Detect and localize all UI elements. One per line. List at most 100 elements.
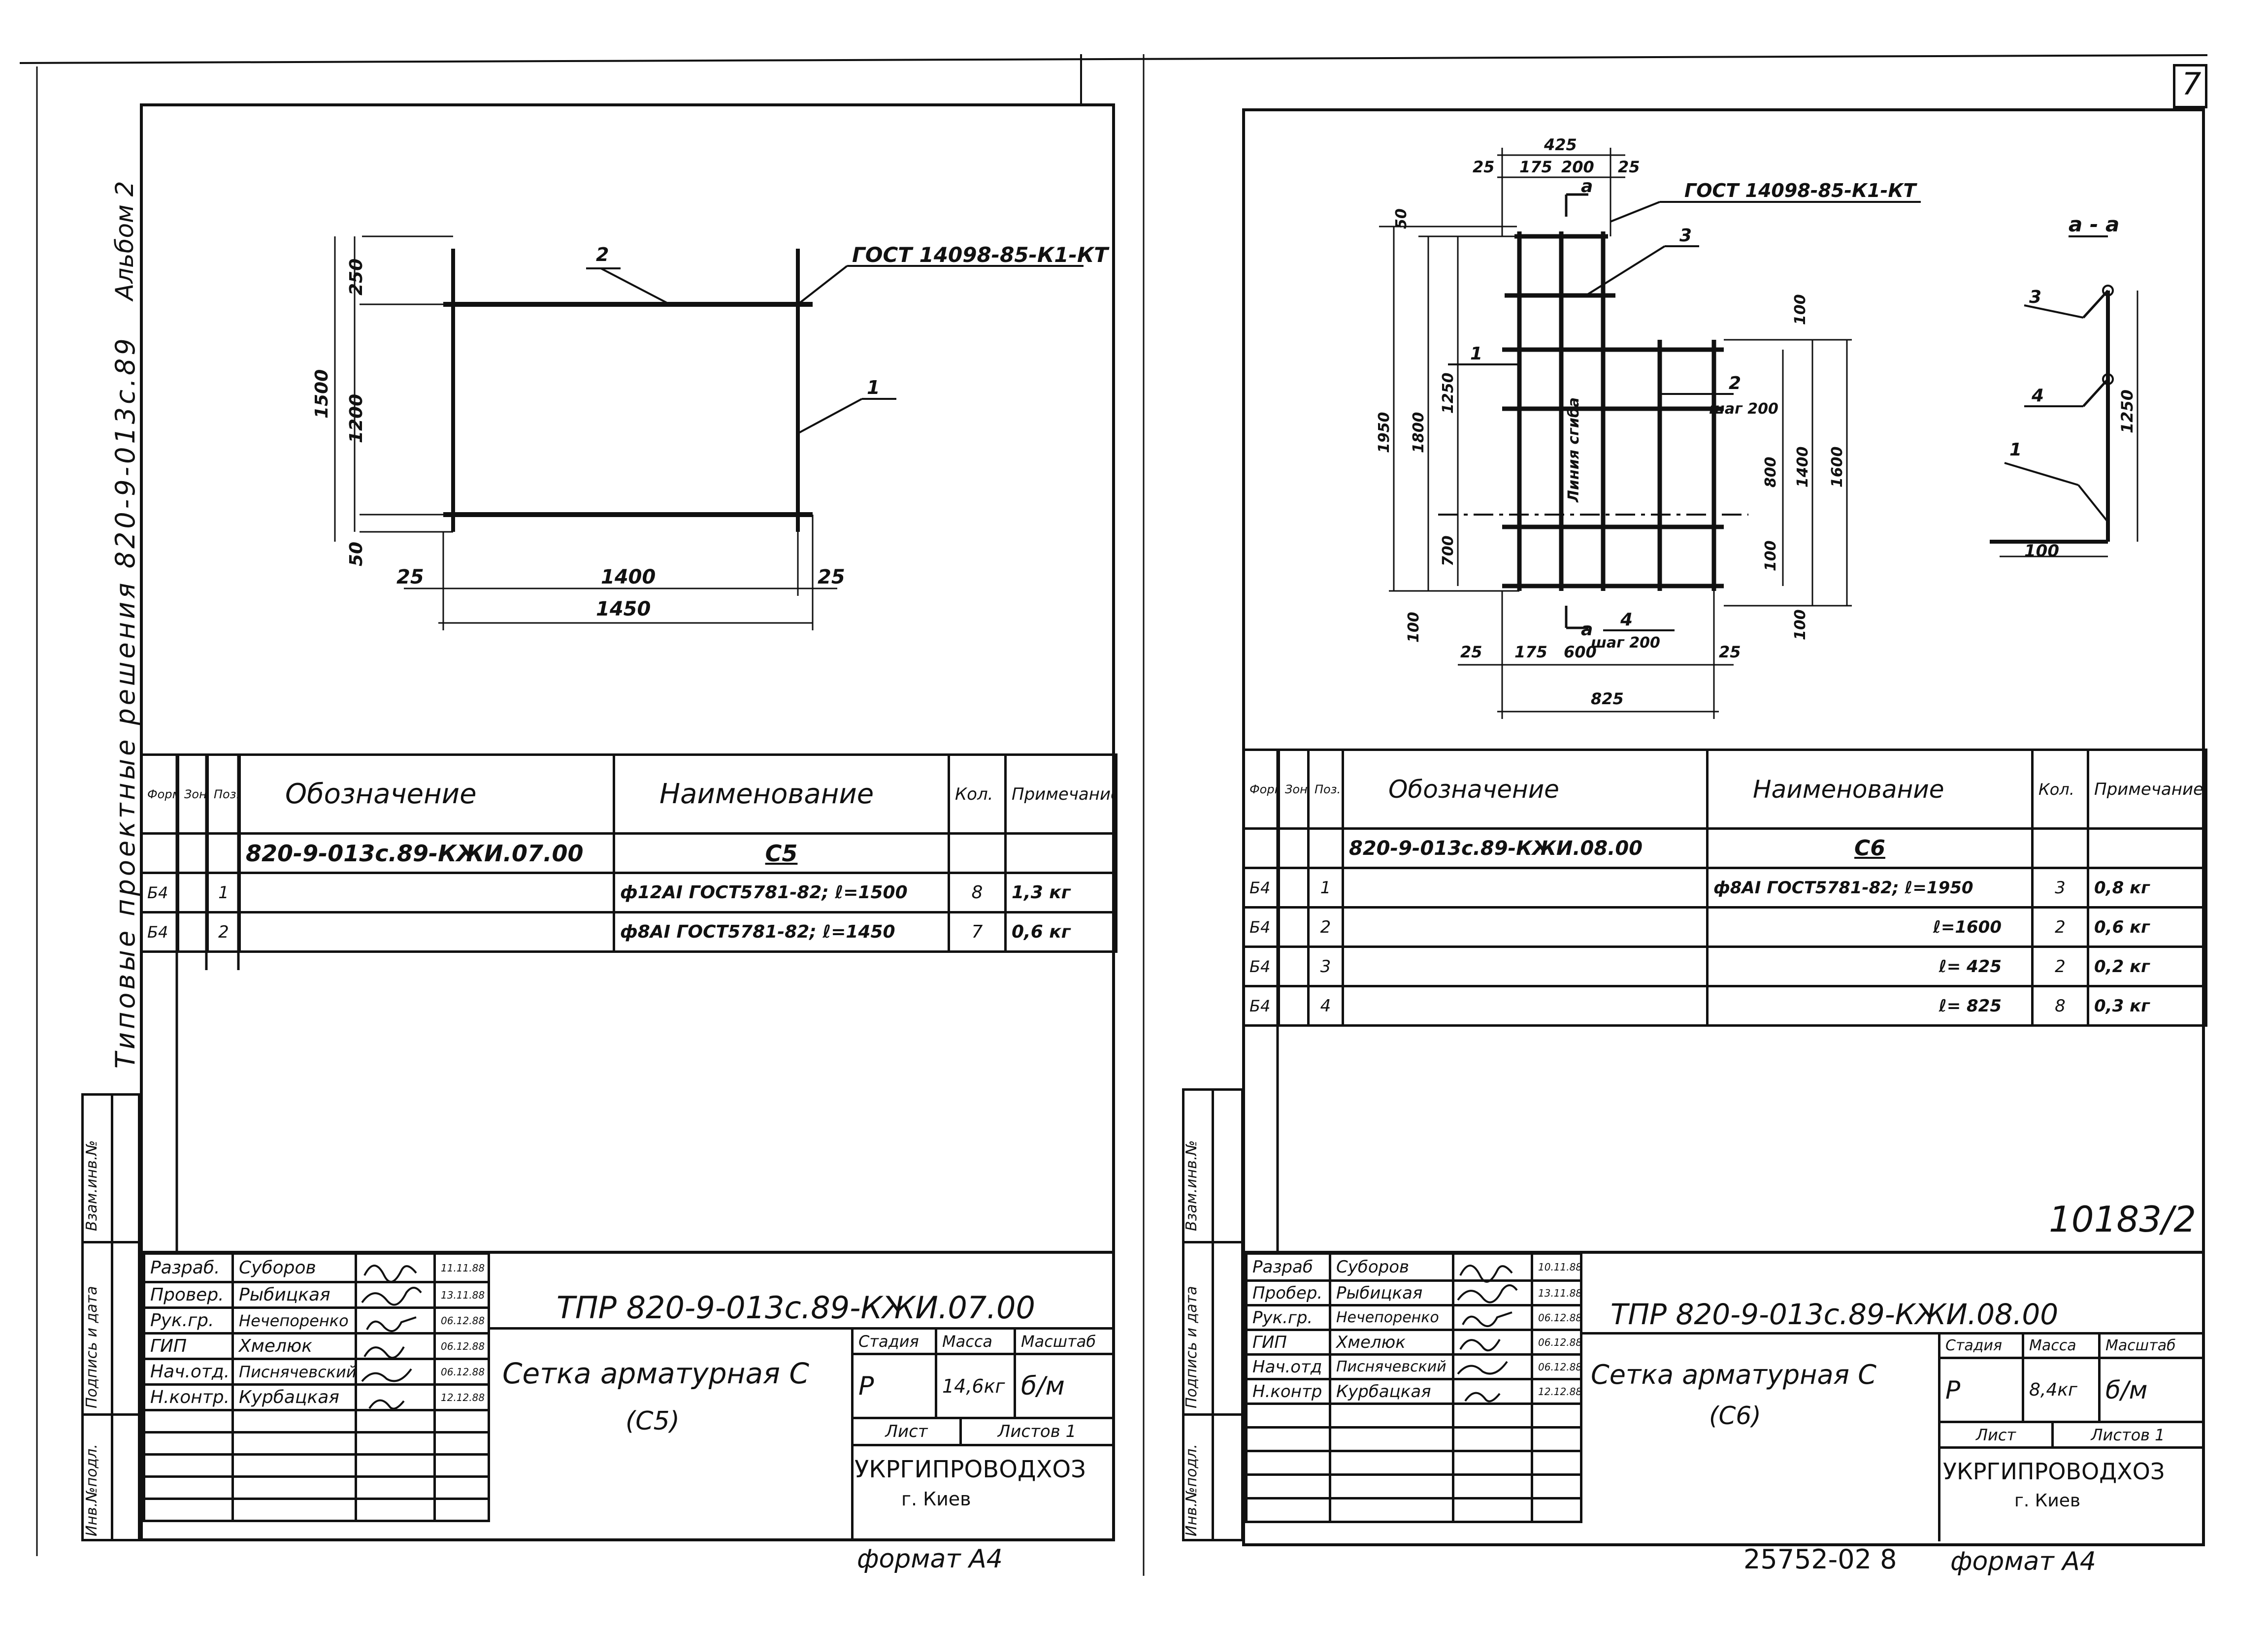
r-dim-25a: 25	[1473, 158, 1495, 176]
r-dim-100d: 100	[1792, 609, 1809, 640]
dim-1400: 1400	[601, 566, 656, 588]
section-title: а - а	[2069, 212, 2119, 236]
spec-head-note: Примечание	[1004, 753, 1118, 835]
left-pos-2: 2	[596, 244, 609, 265]
left-name-line2: (С5)	[625, 1406, 680, 1436]
role: Нач.отд	[1245, 1353, 1331, 1380]
cell-pos: 1	[206, 872, 241, 913]
signature	[1452, 1304, 1533, 1331]
right-doc-code-line	[1580, 1332, 2202, 1335]
cell-qty: 2	[2031, 906, 2089, 948]
cell-name: ℓ= 425	[1706, 945, 2034, 987]
spec-head-qty: Кол.	[948, 753, 1007, 835]
section-pos3: 3	[2029, 287, 2041, 307]
r-dim-425: 425	[1544, 135, 1577, 154]
r-step1: шаг 200	[1709, 400, 1778, 418]
stage-value: Р	[851, 1353, 937, 1419]
spec-head-name: Наименование	[613, 753, 950, 835]
table-row: Б4 2 ф8АI ГОСТ5781-82; ℓ=1450 7 0,6 кг	[140, 911, 1118, 953]
r-spec-head-name: Наименование	[1706, 749, 2034, 830]
dim-25b: 25	[818, 566, 845, 588]
cell-pos	[1307, 827, 1344, 869]
right-spec-table: Формат Зона Поз. Обозначение Наименовани…	[1242, 749, 2207, 1027]
date: 11.11.88	[433, 1252, 490, 1283]
cell-qty: 3	[2031, 867, 2089, 909]
spec-head-code: Обозначение	[238, 753, 615, 835]
name: Курбацкая	[231, 1383, 357, 1411]
name: Хмелюк	[231, 1332, 357, 1360]
cell-note	[2087, 827, 2207, 869]
date: 10.11.88	[1531, 1252, 1582, 1282]
r-dim-100a: 100	[1405, 612, 1422, 643]
r-dim-100c: 100	[1762, 540, 1779, 571]
scale-value: б/м	[1014, 1353, 1115, 1419]
r-dim-700: 700	[1440, 535, 1457, 566]
r-dim-1950: 1950	[1376, 412, 1393, 454]
cell-qty: 8	[948, 872, 1007, 913]
table-row: Б4 1 ф8АI ГОСТ5781-82; ℓ=1950 3 0,8 кг	[1242, 867, 2207, 909]
cell-note: 0,6 кг	[1004, 911, 1118, 953]
name: Курбацкая	[1329, 1378, 1454, 1405]
left-doc-code-line	[488, 1327, 1112, 1330]
cell-code	[238, 911, 615, 953]
cell-format	[1242, 827, 1280, 869]
r-dim-25d: 25	[1719, 643, 1741, 661]
r-dim-50: 50	[1393, 208, 1410, 229]
table-row: 820-9-013с.89-КЖИ.08.00 С6	[1242, 827, 2207, 869]
mass-header: Масса	[935, 1327, 1016, 1355]
sheets-label: Листов 1	[959, 1417, 1115, 1446]
r-dim-175: 175	[1519, 158, 1552, 176]
name: Хмелюк	[1329, 1329, 1454, 1356]
role: Н.контр	[1245, 1378, 1331, 1405]
handwritten-note: 10183/2	[2049, 1199, 2197, 1240]
r-dim-1800: 1800	[1410, 412, 1427, 454]
name: Рыбицкая	[1329, 1279, 1454, 1306]
right-gost-note: ГОСТ 14098-85-К1-КТ	[1684, 180, 1918, 201]
dim-1200: 1200	[346, 394, 366, 443]
role: Разраб	[1245, 1252, 1331, 1282]
r-dim-175b: 175	[1514, 643, 1547, 661]
date: 12.12.88	[1531, 1378, 1582, 1405]
cell-zone	[1278, 985, 1310, 1027]
section-dim-1250: 1250	[2118, 390, 2137, 433]
cell-qty: 2	[2031, 945, 2089, 987]
section-pos1: 1	[2009, 440, 2022, 460]
cell-zone	[1278, 867, 1310, 909]
r-pos4: 4	[1620, 610, 1633, 630]
role: ГИП	[143, 1332, 234, 1360]
role: ГИП	[1245, 1329, 1331, 1356]
r-sec-a1: а	[1581, 176, 1593, 196]
cell-format: Б4	[1242, 945, 1280, 987]
cell-code	[1342, 945, 1709, 987]
date: 13.11.88	[433, 1281, 490, 1309]
stage-header: Стадия	[1938, 1332, 2024, 1359]
left-stage-table: Стадия Масса Масштаб Р 14,6кг б/м	[851, 1327, 1115, 1419]
date: 13.11.88	[1531, 1279, 1582, 1306]
date: 06.12.88	[1531, 1304, 1582, 1331]
right-name-line1: Сетка арматурная С	[1591, 1359, 1876, 1390]
archive-number: 25752-02 8	[1743, 1544, 1897, 1575]
cell-format: Б4	[1242, 985, 1280, 1027]
r-dim-25b: 25	[1618, 158, 1640, 176]
r-dim-200: 200	[1561, 158, 1594, 176]
cell-qty	[948, 832, 1007, 874]
name: Нечепоренко	[231, 1306, 357, 1335]
date: 12.12.88	[433, 1383, 490, 1411]
table-row: Б4 3 ℓ= 425 2 0,2 кг	[1242, 945, 2207, 987]
cell-code	[238, 872, 615, 913]
left-spec-table: Формат Зона Поз. Обозначение Наименовани…	[140, 753, 1118, 953]
cell-pos: 2	[206, 911, 241, 953]
cell-name: ф8АI ГОСТ5781-82; ℓ=1950	[1706, 867, 2034, 909]
dim-250: 250	[346, 259, 366, 295]
cell-qty: 7	[948, 911, 1007, 953]
r-dim-1600: 1600	[1829, 447, 1846, 488]
r-dim-1250: 1250	[1440, 373, 1457, 414]
r-spec-head-zone: Зона	[1278, 749, 1310, 830]
left-name-line1: Сетка арматурная С	[502, 1357, 809, 1390]
cell-name: ℓ=1600	[1706, 906, 2034, 948]
scale-value: б/м	[2098, 1357, 2204, 1423]
date: 06.12.88	[433, 1358, 490, 1386]
